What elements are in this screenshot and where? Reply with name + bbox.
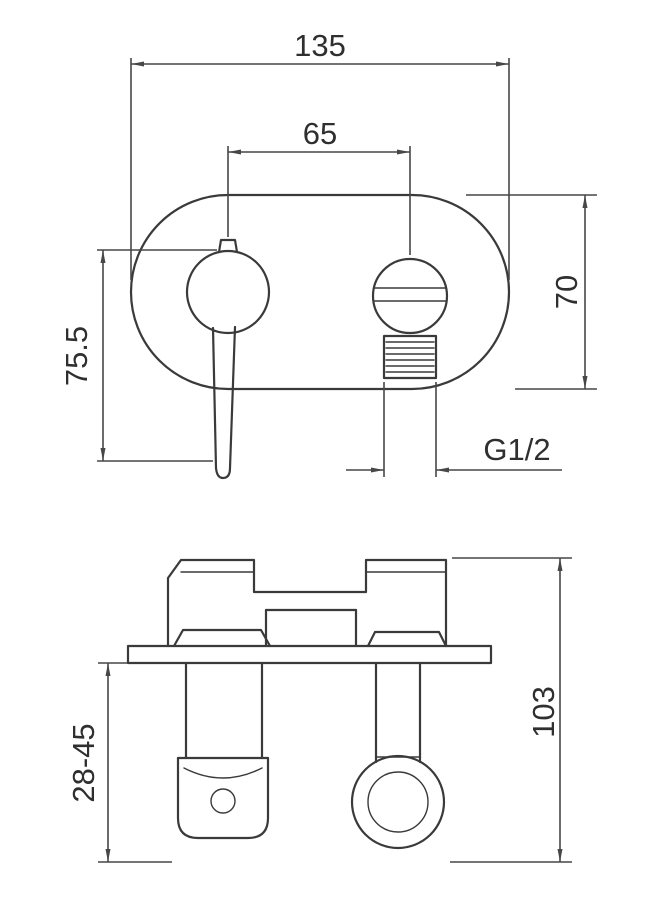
dim-overall-height-label: 103 bbox=[526, 686, 561, 738]
thread-outline bbox=[382, 334, 438, 380]
right-flange bbox=[366, 630, 448, 648]
dim-plate-height: 70 bbox=[466, 194, 597, 390]
dim-plate-height-label: 70 bbox=[549, 275, 584, 309]
dim-thread: G1/2 bbox=[346, 382, 562, 477]
outlet-circle bbox=[371, 257, 449, 335]
faceplate-outline bbox=[129, 193, 511, 391]
holder-outer-ring bbox=[350, 754, 446, 850]
front-view bbox=[129, 193, 511, 480]
handle-base-circle bbox=[185, 249, 271, 335]
handle-grip-outline bbox=[176, 756, 270, 840]
dim-wall-distance: 28-45 bbox=[66, 662, 172, 863]
dim-port-spacing: 65 bbox=[227, 116, 411, 255]
left-flange bbox=[172, 628, 272, 648]
handle-set-screw bbox=[210, 788, 236, 814]
handle-pivot-knob bbox=[217, 238, 239, 254]
valve-body-profile bbox=[166, 558, 448, 648]
dim-thread-label: G1/2 bbox=[483, 432, 550, 467]
holder-inner-ring bbox=[367, 771, 429, 833]
side-view bbox=[126, 558, 493, 850]
dim-handle-projection: 75.5 bbox=[59, 249, 217, 462]
handle-lever bbox=[211, 325, 237, 480]
dimensions: 135 65 75.5 70 G1/2 bbox=[59, 28, 597, 863]
dim-port-spacing-label: 65 bbox=[303, 116, 337, 151]
dim-plate-width: 135 bbox=[130, 28, 510, 280]
outlet-thread bbox=[382, 334, 438, 380]
dim-handle-projection-label: 75.5 bbox=[59, 326, 94, 386]
dim-plate-width-label: 135 bbox=[294, 28, 346, 63]
handle-grip-arc bbox=[183, 767, 263, 779]
wall-plate bbox=[126, 644, 493, 665]
dim-overall-height: 103 bbox=[450, 557, 572, 863]
dim-wall-distance-label: 28-45 bbox=[66, 723, 101, 802]
